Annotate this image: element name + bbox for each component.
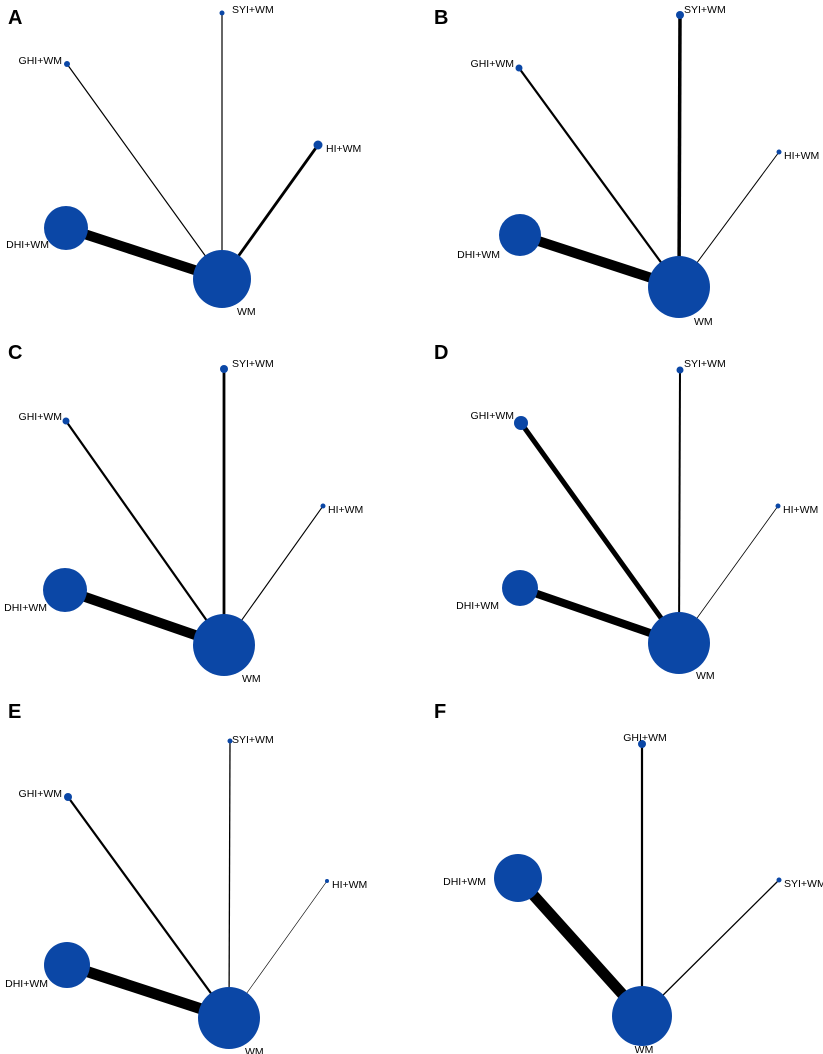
node-label-wm: WM bbox=[237, 306, 256, 318]
node-label-hi: HI+WM bbox=[783, 504, 818, 516]
node-label-ghi: GHI+WM bbox=[471, 58, 514, 70]
node-label-syi: SYI+WM bbox=[684, 4, 726, 16]
node-label-wm: WM bbox=[242, 673, 261, 685]
node-dhi bbox=[44, 942, 90, 988]
node-syi bbox=[220, 365, 228, 373]
panel-letter: C bbox=[8, 342, 22, 364]
node-ghi bbox=[62, 417, 70, 425]
node-wm bbox=[612, 986, 672, 1046]
edge-wm-ghi bbox=[67, 796, 230, 1019]
panel-f: F GHI+WM DHI+WM SYI+WM WM bbox=[434, 701, 823, 1054]
node-wm bbox=[193, 250, 251, 308]
node-hi bbox=[325, 879, 329, 883]
edge-wm-ghi bbox=[66, 63, 223, 280]
node-dhi bbox=[502, 570, 538, 606]
node-hi bbox=[776, 149, 782, 155]
node-wm bbox=[648, 256, 710, 318]
node-syi bbox=[227, 738, 233, 744]
node-dhi bbox=[44, 206, 88, 250]
node-dhi bbox=[43, 568, 87, 612]
node-label-dhi: DHI+WM bbox=[443, 876, 486, 888]
node-label-syi: SYI+WM bbox=[232, 4, 274, 16]
edge-wm-ghi bbox=[65, 420, 225, 646]
node-label-dhi: DHI+WM bbox=[6, 239, 49, 251]
edge-wm-syi bbox=[641, 879, 780, 1017]
node-hi bbox=[320, 503, 326, 509]
panel-letter: F bbox=[434, 701, 446, 723]
node-wm bbox=[648, 612, 710, 674]
node-ghi bbox=[64, 61, 70, 67]
node-label-hi: HI+WM bbox=[326, 143, 361, 155]
node-syi bbox=[676, 366, 684, 374]
node-hi bbox=[313, 140, 323, 150]
node-label-syi: SYI+WM bbox=[684, 358, 726, 370]
node-wm bbox=[193, 614, 255, 676]
edge-wm-ghi bbox=[518, 67, 680, 288]
panel-c: C SYI+WM GHI+WM HI+WM DHI+WM WM bbox=[4, 342, 363, 685]
panel-a: A SYI+WM GHI+WM HI+WM DHI+WM WM bbox=[6, 4, 361, 318]
node-label-wm: WM bbox=[635, 1044, 654, 1054]
node-label-ghi: GHI+WM bbox=[19, 55, 62, 67]
node-label-syi: SYI+WM bbox=[232, 358, 274, 370]
node-syi bbox=[676, 11, 684, 19]
node-ghi bbox=[638, 740, 646, 748]
node-label-syi: SYI+WM bbox=[232, 734, 274, 746]
node-wm bbox=[198, 987, 260, 1049]
edge-wm-syi bbox=[677, 14, 682, 288]
node-label-wm: WM bbox=[696, 670, 715, 682]
node-label-hi: HI+WM bbox=[328, 504, 363, 516]
node-label-wm: WM bbox=[245, 1046, 264, 1054]
edge-wm-dhi bbox=[513, 874, 647, 1020]
panel-b: B SYI+WM GHI+WM HI+WM DHI+WM WM bbox=[434, 4, 819, 328]
node-dhi bbox=[494, 854, 542, 902]
node-label-dhi: DHI+WM bbox=[457, 249, 500, 261]
node-dhi bbox=[499, 214, 541, 256]
node-label-ghi: GHI+WM bbox=[19, 411, 62, 423]
panel-d: D SYI+WM GHI+WM HI+WM DHI+WM WM bbox=[434, 342, 818, 682]
node-label-dhi: DHI+WM bbox=[4, 602, 47, 614]
panel-e: E SYI+WM GHI+WM HI+WM DHI+WM WM bbox=[5, 701, 367, 1054]
node-label-hi: HI+WM bbox=[332, 879, 367, 891]
edge-wm-syi bbox=[678, 369, 681, 644]
node-label-ghi: GHI+WM bbox=[19, 788, 62, 800]
node-label-dhi: DHI+WM bbox=[5, 978, 48, 990]
panel-letter: B bbox=[434, 7, 448, 29]
node-ghi bbox=[515, 64, 523, 72]
node-label-ghi: GHI+WM bbox=[471, 410, 514, 422]
node-ghi bbox=[514, 416, 528, 430]
panel-letter: A bbox=[8, 7, 22, 29]
node-label-hi: HI+WM bbox=[784, 150, 819, 162]
node-syi bbox=[219, 10, 225, 16]
node-hi bbox=[775, 503, 781, 509]
edge-wm-ghi bbox=[518, 421, 682, 645]
node-label-syi: SYI+WM bbox=[784, 878, 823, 890]
panel-letter: D bbox=[434, 342, 448, 364]
node-ghi bbox=[64, 793, 72, 801]
node-label-dhi: DHI+WM bbox=[456, 600, 499, 612]
panel-letter: E bbox=[8, 701, 21, 723]
node-label-wm: WM bbox=[694, 316, 713, 328]
node-syi bbox=[776, 877, 782, 883]
node-label-ghi: GHI+WM bbox=[623, 732, 666, 744]
edge-wm-syi bbox=[228, 740, 231, 1019]
